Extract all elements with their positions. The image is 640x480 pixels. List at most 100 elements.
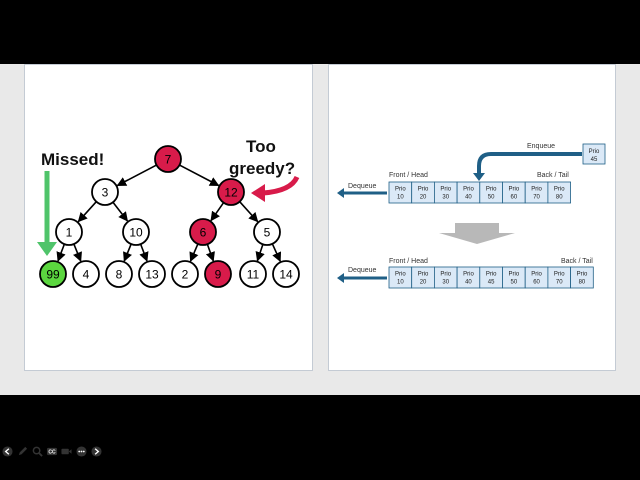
- heap-node-circle: [171, 260, 199, 288]
- missed-arrow: [37, 171, 57, 256]
- new-item-label: Prio: [589, 149, 600, 155]
- heap-node-value: 5: [264, 226, 271, 240]
- queue-item-label: Prio: [486, 187, 497, 193]
- queue-item-label: Prio: [418, 272, 429, 278]
- player-toolbar: CC: [0, 445, 120, 459]
- heap-edge: [112, 201, 129, 222]
- heap-edges: [56, 164, 282, 263]
- queue-item-value: 80: [556, 195, 563, 201]
- heap-node-circle: [72, 260, 100, 288]
- forward-icon[interactable]: [91, 446, 102, 457]
- heap-node-value: 14: [279, 268, 293, 282]
- captions-icon[interactable]: CC: [46, 446, 58, 457]
- heap-node-value: 7: [165, 153, 172, 167]
- queue-item: Prio 20: [411, 266, 435, 289]
- dequeue-arrow-bottom: [337, 273, 387, 283]
- queue-item-value: 10: [397, 195, 404, 201]
- queue-item-value: 30: [442, 195, 449, 201]
- queue-item-label: Prio: [395, 272, 406, 278]
- heap-node-value: 4: [83, 268, 90, 282]
- queue-after: Prio10Prio20Prio30Prio40Prio45Prio50Prio…: [388, 266, 594, 289]
- heap-node-circle: [138, 260, 166, 288]
- heap-node: 10: [122, 218, 150, 246]
- back-label-top: Back / Tail: [537, 172, 569, 179]
- heap-node-value: 6: [200, 226, 207, 240]
- heap-edge: [239, 201, 259, 223]
- greedy-label: greedy?: [229, 159, 295, 178]
- too-label: Too: [246, 137, 276, 156]
- queue-item-label: Prio: [440, 187, 451, 193]
- queue-item: Prio 80: [547, 181, 571, 204]
- queue-item: Prio 30: [434, 181, 458, 204]
- heap-node: 9: [204, 260, 232, 288]
- back-label-bottom: Back / Tail: [561, 258, 593, 265]
- dequeue-arrow-top: [337, 188, 387, 198]
- greedy-arrow: [251, 175, 300, 202]
- front-label-top: Front / Head: [389, 172, 428, 179]
- camera-icon[interactable]: [61, 446, 72, 457]
- heap-edge: [205, 243, 215, 262]
- heap-node-circle: [105, 260, 133, 288]
- heap-edge: [189, 243, 199, 263]
- missed-label: Missed!: [41, 150, 104, 169]
- heap-node: 3: [91, 178, 119, 206]
- enqueue-label: Enqueue: [527, 143, 555, 150]
- heap-node: 5: [253, 218, 281, 246]
- queue-item-label: Prio: [509, 272, 520, 278]
- heap-node: 12: [217, 178, 245, 206]
- queue-before: Prio10Prio20Prio30Prio40Prio50Prio60Prio…: [388, 181, 571, 204]
- heap-node: 11: [239, 260, 267, 288]
- queue-item-label: Prio: [554, 187, 565, 193]
- heap-node: 4: [72, 260, 100, 288]
- zoom-icon[interactable]: [32, 446, 43, 457]
- heap-node-value: 10: [129, 226, 143, 240]
- queue-item-label: Prio: [440, 272, 451, 278]
- heap-node-circle: [217, 178, 245, 206]
- queue-item-label: Prio: [418, 187, 429, 193]
- heap-edge: [123, 243, 132, 262]
- queue-item-value: 40: [465, 280, 472, 286]
- heap-node-circle: [272, 260, 300, 288]
- queue-item: Prio 80: [570, 266, 594, 289]
- heap-node: 99: [39, 260, 67, 288]
- enqueue-arrow: [473, 152, 582, 181]
- queue-item-label: Prio: [463, 187, 474, 193]
- heap-edge: [139, 243, 149, 262]
- heap-edge: [210, 202, 225, 222]
- queue-item-value: 70: [556, 280, 563, 286]
- priority-queue-slide: Enqueue Prio 45 Front / Head Back / Tail…: [328, 64, 616, 371]
- heap-edge: [77, 201, 97, 223]
- dequeue-label-bottom: Dequeue: [348, 267, 377, 274]
- heap-edge: [73, 243, 82, 262]
- heap-node-value: 1: [66, 226, 73, 240]
- heap-node: 2: [171, 260, 199, 288]
- queue-item-value: 80: [579, 280, 586, 286]
- queue-item-value: 20: [420, 280, 427, 286]
- heap-node-circle: [122, 218, 150, 246]
- back-icon[interactable]: [2, 446, 13, 457]
- heap-edge: [255, 244, 265, 262]
- more-icon[interactable]: [76, 446, 87, 457]
- queue-item-label: Prio: [577, 272, 588, 278]
- queue-item-label: Prio: [509, 187, 520, 193]
- heap-edge: [116, 164, 157, 187]
- heap-edge: [179, 164, 220, 187]
- heap-node-value: 13: [145, 268, 159, 282]
- heap-node-circle: [239, 260, 267, 288]
- heap-node-value: 9: [215, 268, 222, 282]
- heap-node-circle: [91, 178, 119, 206]
- queue-item-value: 45: [488, 280, 495, 286]
- new-item-box: Prio 45: [582, 143, 606, 165]
- pen-icon[interactable]: [17, 446, 28, 457]
